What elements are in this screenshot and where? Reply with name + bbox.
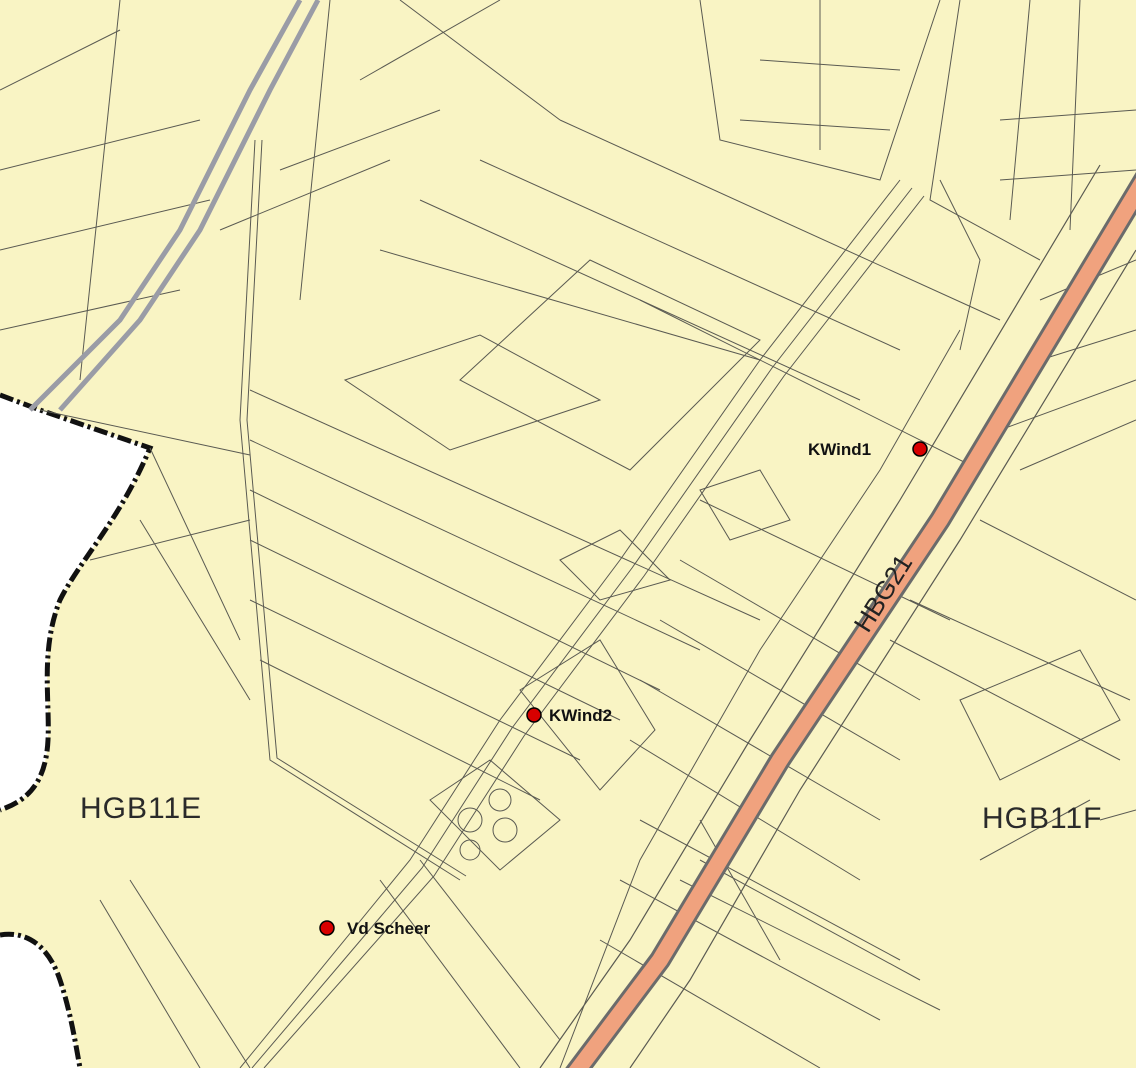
red-dot-marker-icon[interactable]	[319, 920, 335, 936]
railway	[28, 0, 321, 412]
industrial-plant	[429, 759, 561, 871]
outside-area-south	[0, 934, 80, 1068]
municipal-boundary-south	[0, 931, 83, 1068]
municipal-boundary	[0, 392, 154, 813]
point-marker-kwind2[interactable]: KWind2	[526, 706, 612, 725]
red-dot-marker-icon[interactable]	[526, 707, 542, 723]
point-marker-vd-scheer[interactable]: Vd Scheer	[319, 919, 431, 938]
highway-hbg21	[539, 164, 1136, 1068]
point-label-kwind1: KWind1	[808, 440, 871, 459]
point-marker-kwind1[interactable]: KWind1	[808, 440, 928, 459]
outside-area	[0, 395, 150, 810]
point-label-vd-scheer: Vd Scheer	[347, 919, 431, 938]
waterway-dike	[239, 179, 981, 1068]
area-label-hgb11f: HGB11F	[982, 802, 1102, 835]
area-label-hgb11e: HGB11E	[80, 792, 202, 825]
point-label-kwind2: KWind2	[549, 706, 612, 725]
red-dot-marker-icon[interactable]	[912, 441, 928, 457]
